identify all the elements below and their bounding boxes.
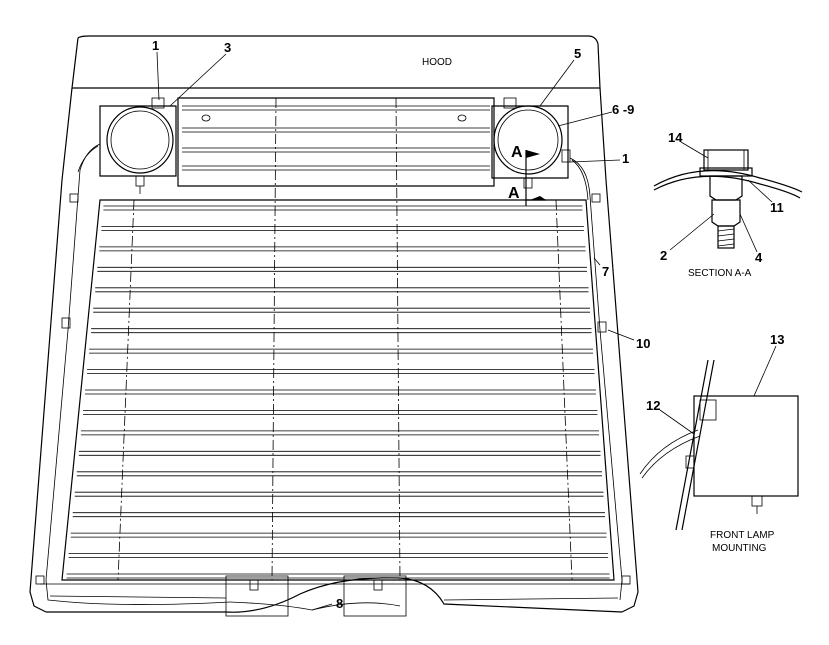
wiring-harness [35, 143, 631, 611]
callout-11: 11 [770, 200, 784, 215]
grille-frame [61, 97, 615, 581]
callout-8: 8 [336, 596, 343, 611]
callout-1-left: 1 [152, 38, 159, 53]
callout-5: 5 [574, 46, 581, 61]
front-lamp-mounting-detail: FRONT LAMP MOUNTING [639, 345, 799, 554]
callout-14: 14 [668, 130, 683, 145]
section-caption: SECTION A-A [688, 268, 752, 279]
mount-caption-line1: FRONT LAMP [710, 530, 775, 541]
section-marker: A A [508, 144, 546, 206]
section-marker-lower: A [508, 185, 520, 202]
callout-4: 4 [755, 250, 763, 265]
callout-leaders [156, 51, 635, 611]
callout-labels: 1 3 5 6 -9 1 7 10 8 14 11 2 4 13 12 [152, 38, 784, 611]
hood-label: HOOD [422, 57, 452, 68]
section-aa-detail: SECTION A-A [653, 141, 803, 279]
callout-10: 10 [636, 336, 650, 351]
bottom-junction-boxes [225, 575, 407, 617]
hood-outline [29, 35, 639, 613]
callout-2: 2 [660, 248, 667, 263]
grille-slats [66, 205, 610, 579]
callout-7: 7 [602, 264, 609, 279]
left-lamp [99, 97, 177, 194]
upper-grille-panel [177, 97, 495, 187]
callout-12: 12 [646, 398, 660, 413]
section-marker-upper: A [511, 144, 523, 161]
callout-1-right: 1 [622, 151, 629, 166]
mount-caption-line2: MOUNTING [712, 543, 767, 554]
callout-6-9: 6 -9 [612, 102, 634, 117]
right-lamp [491, 97, 571, 189]
callout-13: 13 [770, 332, 784, 347]
callout-3: 3 [224, 40, 231, 55]
